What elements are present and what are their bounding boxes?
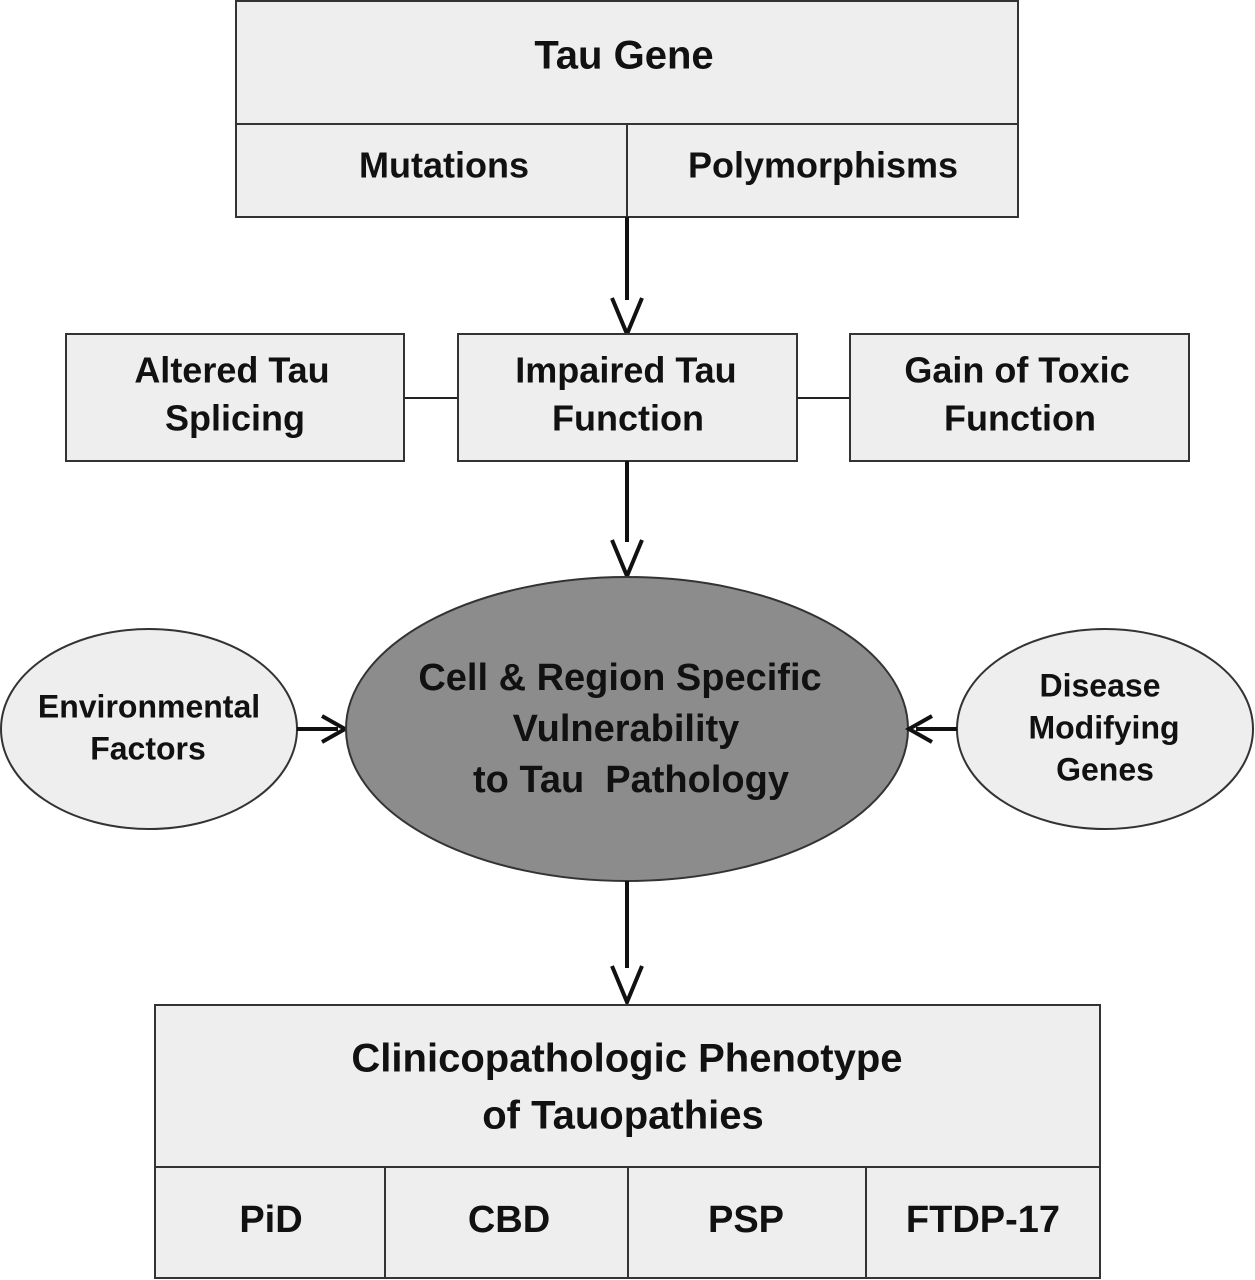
impaired-function-line1: Impaired Tau: [515, 350, 736, 391]
disease-cell-ftdp17: [865, 1166, 1101, 1279]
altered-splicing-line1: Altered Tau: [134, 350, 329, 391]
impaired-function-box: Impaired Tau Function: [457, 333, 798, 462]
tau-gene-box: Tau Gene Mutations Polymorphisms: [235, 0, 1019, 218]
arrow-function-to-vulnerability: [610, 461, 644, 582]
arrow-genes-to-vulnerability: [904, 714, 957, 744]
disease-modifying-oval: Disease Modifying Genes: [956, 628, 1254, 830]
vulnerability-line1: Cell & Region Specific: [418, 657, 821, 699]
vulnerability-line2: Vulnerability: [513, 708, 740, 750]
mutations-label: Mutations: [359, 145, 529, 186]
vulnerability-oval: Cell & Region Specific Vulnerability to …: [345, 576, 909, 882]
impaired-function-line2: Function: [552, 398, 704, 439]
phenotype-title-line1: Clinicopathologic Phenotype: [351, 1037, 902, 1081]
disease-modifying-line2: Modifying: [1028, 709, 1179, 745]
environmental-factors-oval: Environmental Factors: [0, 628, 298, 830]
vulnerability-line3: to Tau Pathology: [473, 759, 789, 801]
disease-label-ftdp17: FTDP-17: [906, 1199, 1060, 1241]
disease-cell-psp: [627, 1166, 867, 1279]
polymorphisms-cell: [626, 123, 1019, 218]
phenotype-title-line2: of Tauopathies: [482, 1094, 763, 1138]
disease-label-psp: PSP: [708, 1199, 784, 1241]
gain-toxic-line2: Function: [944, 398, 1096, 439]
altered-splicing-line2: Splicing: [165, 398, 305, 439]
gain-toxic-box: Gain of Toxic Function: [849, 333, 1190, 462]
arrow-environmental-to-vulnerability: [297, 714, 350, 744]
tau-gene-title: Tau Gene: [534, 34, 713, 78]
environmental-line1: Environmental: [38, 688, 260, 724]
polymorphisms-label: Polymorphisms: [688, 145, 958, 186]
mutations-cell: [235, 123, 628, 218]
environmental-line2: Factors: [90, 730, 206, 766]
gain-toxic-line1: Gain of Toxic: [904, 350, 1129, 391]
altered-splicing-box: Altered Tau Splicing: [65, 333, 405, 462]
phenotype-box: Clinicopathologic Phenotype of Tauopathi…: [154, 1004, 1101, 1279]
disease-label-cbd: CBD: [468, 1199, 550, 1241]
disease-modifying-line1: Disease: [1040, 667, 1161, 703]
disease-cell-pid: [154, 1166, 386, 1279]
disease-modifying-line3: Genes: [1056, 751, 1154, 787]
disease-label-pid: PiD: [239, 1199, 302, 1241]
arrow-vulnerability-to-phenotype: [610, 881, 644, 1008]
arrow-gene-to-function: [610, 217, 644, 340]
